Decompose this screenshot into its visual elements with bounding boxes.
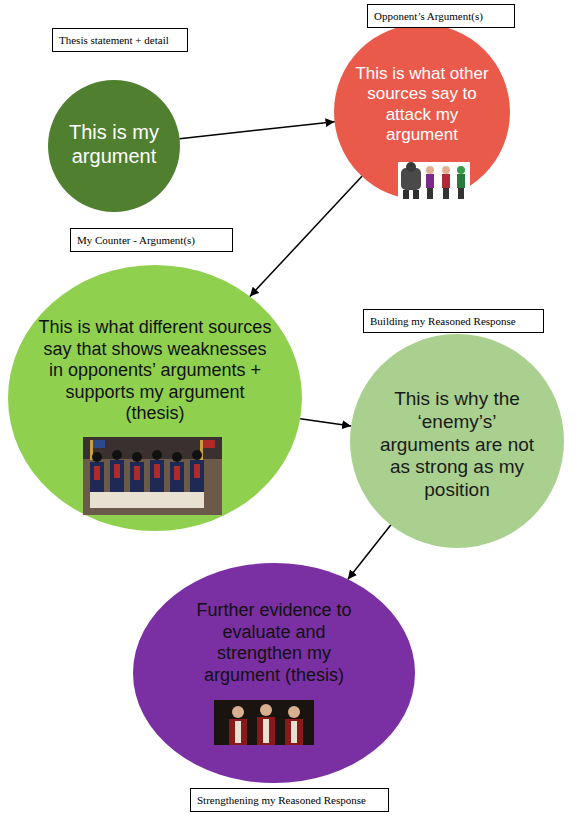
soldier-facing [194, 464, 200, 478]
soldier-facing [154, 464, 160, 478]
circle-fill [334, 24, 510, 200]
figure-body [442, 174, 450, 188]
photo-background [214, 700, 314, 745]
figure-body [401, 168, 421, 190]
circle-fill [350, 334, 564, 548]
soldier-facing [94, 466, 100, 480]
flag [93, 440, 105, 448]
connector-arrow [300, 419, 351, 426]
flag-pole [200, 440, 203, 460]
characters-illustration [398, 162, 470, 200]
heading-box: My Counter - Argument(s) [70, 228, 233, 252]
heading-box: Building my Reasoned Response [363, 309, 544, 333]
soldier-row [90, 450, 204, 508]
circle-fill [8, 265, 302, 531]
soldier-hat [172, 452, 182, 462]
soldier-hat [152, 450, 162, 460]
figure-head [406, 162, 416, 172]
circle-fill [133, 563, 415, 783]
soldier-facing [134, 466, 140, 480]
soldier-coat [229, 719, 247, 745]
soldier-face [288, 706, 300, 718]
soldier-coat [90, 462, 104, 492]
soldier-legs [90, 492, 204, 508]
flag-pole [90, 440, 93, 460]
soldier-hat [192, 450, 202, 460]
flag [203, 440, 215, 448]
connector-arrow [180, 122, 335, 139]
circle-node: Thesis statement + detailThis is my argu… [48, 80, 180, 212]
soldiers-photo [83, 437, 222, 515]
soldier-coat [110, 460, 124, 492]
circle-text: This is why the ‘enemy’s’ arguments are … [375, 388, 539, 502]
figure-head [442, 166, 450, 174]
circle-text: Further evidence to evaluate and strengt… [182, 600, 366, 686]
circle-node: Building my Reasoned ResponseThis is why… [350, 334, 564, 548]
figure-head [426, 166, 434, 174]
photo-background [83, 437, 222, 515]
soldier-coat [190, 460, 204, 492]
soldier-belt [291, 721, 297, 743]
circle-node: Strengthening my Reasoned ResponseFurthe… [133, 563, 415, 783]
figure-leg [413, 190, 419, 199]
soldier-face [260, 704, 272, 716]
circle-text: This is what other sources say to attack… [350, 64, 494, 146]
soldiers-photo [214, 700, 314, 745]
soldier-coat [150, 460, 164, 492]
soldier-belt [263, 719, 269, 743]
soldier-facing [174, 466, 180, 480]
soldier-coat [285, 719, 303, 745]
figure-leg [443, 188, 449, 199]
photo-backdrop [83, 437, 222, 459]
heading-box: Thesis statement + detail [52, 28, 188, 52]
soldier-coat [130, 462, 144, 492]
soldier-hat [132, 452, 142, 462]
circle-fill [48, 80, 180, 212]
heading-box: Strengthening my Reasoned Response [190, 788, 389, 812]
soldier-belt [235, 721, 241, 743]
circle-node: My Counter - Argument(s)This is what dif… [8, 265, 302, 531]
circle-text: This is my argument [62, 120, 166, 168]
soldier-face [232, 706, 244, 718]
figure-body [457, 174, 465, 188]
heading-box: Opponent’s Argument(s) [367, 4, 515, 28]
circle-text: This is what different sources say that … [38, 317, 272, 425]
soldier-hat [112, 450, 122, 460]
figure-leg [458, 188, 464, 199]
circle-node: Opponent’s Argument(s)This is what other… [334, 24, 510, 200]
soldier-coat [170, 462, 184, 492]
figure-leg [403, 190, 409, 199]
soldier-facing [114, 464, 120, 478]
connector-arrow [250, 176, 362, 296]
illustration-background [398, 162, 470, 200]
figure-body [426, 174, 434, 188]
soldier-hat [92, 452, 102, 462]
connector-layer [180, 122, 391, 580]
figure-head [457, 166, 465, 174]
connector-arrow [348, 525, 391, 579]
soldier-coat [257, 717, 275, 745]
figure-leg [427, 188, 433, 199]
